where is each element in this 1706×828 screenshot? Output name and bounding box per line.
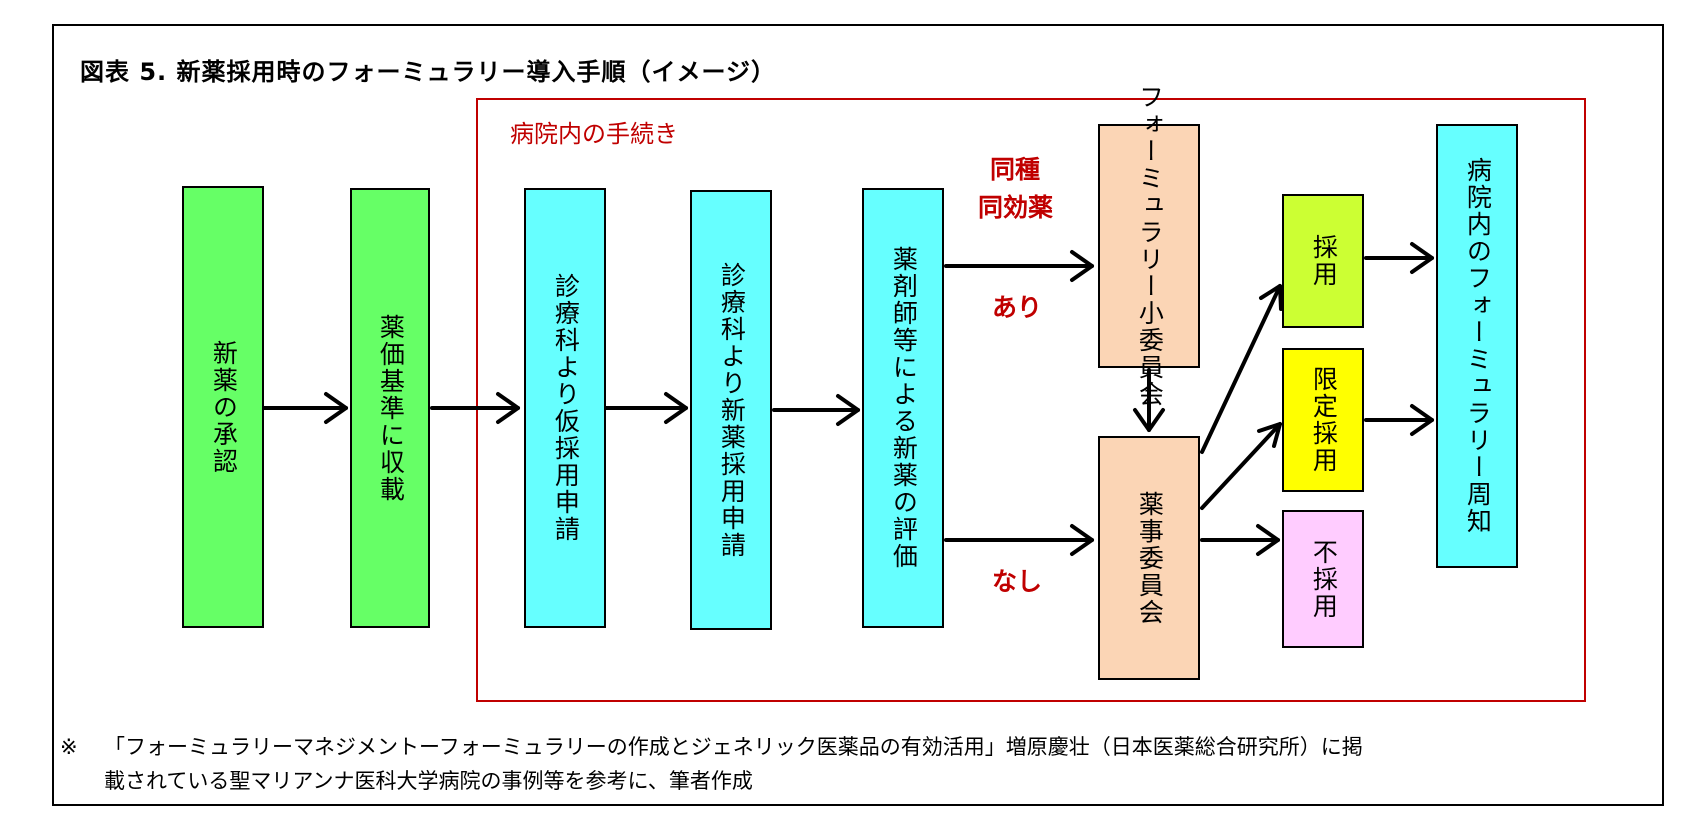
- box-pharmacist-evaluation-label: 薬剤師等による新薬の評価: [889, 246, 919, 570]
- arrow-provisional-to-request: [604, 392, 688, 424]
- arrow-subcommittee-to-committee: [1133, 368, 1165, 432]
- box-not-adopted-label: 不採用: [1309, 538, 1339, 620]
- figure-title: 図表 5. 新薬採用時のフォーミュラリー導入手順（イメージ）: [80, 58, 777, 86]
- hospital-procedure-frame: [476, 98, 1586, 702]
- hospital-procedure-label: 病院内の手続き: [510, 120, 678, 148]
- footnote-line-2: 載されている聖マリアンナ医科大学病院の事例等を参考に、筆者作成: [104, 769, 753, 793]
- box-new-drug-request-label: 診療科より新薬採用申請: [717, 261, 747, 559]
- footnote-mark: ※: [60, 735, 78, 759]
- box-provisional-request-label: 診療科より仮採用申請: [551, 273, 581, 543]
- footnote-line-1: 「フォーミュラリーマネジメントーフォーミュラリーの作成とジェネリック医薬品の有効…: [104, 735, 1363, 759]
- arrow-limited-to-notice: [1364, 404, 1434, 436]
- arrow-approval-to-price: [262, 392, 348, 424]
- label-same-class-line1: 同種: [990, 155, 1041, 184]
- box-formulary-notice-label: 病院内のフォーミュラリー周知: [1463, 157, 1493, 535]
- arrow-committee-to-limited: [1200, 422, 1282, 510]
- box-price-listing: 薬価基準に収載: [350, 188, 430, 628]
- figure-frame: [52, 24, 1664, 806]
- arrow-request-to-evaluation: [772, 394, 860, 426]
- label-same-class-line2: 同効薬: [978, 193, 1054, 222]
- box-new-drug-request: 診療科より新薬採用申請: [690, 190, 772, 630]
- box-formulary-subcommittee-label: フォーミュラリー小委員会: [1135, 84, 1165, 408]
- box-provisional-request: 診療科より仮採用申請: [524, 188, 606, 628]
- box-formulary-subcommittee: フォーミュラリー小委員会: [1098, 84, 1200, 408]
- box-formulary-notice: 病院内のフォーミュラリー周知: [1436, 124, 1518, 568]
- arrow-evaluation-to-subcommittee: [944, 250, 1094, 282]
- arrow-price-to-provisional: [430, 392, 520, 424]
- box-pharmacy-committee: 薬事委員会: [1098, 436, 1200, 680]
- box-pharmacy-committee-label: 薬事委員会: [1135, 490, 1165, 626]
- label-yes: あり: [992, 293, 1043, 322]
- box-adopted-label: 採用: [1309, 234, 1339, 288]
- box-pharmacist-evaluation: 薬剤師等による新薬の評価: [862, 188, 944, 628]
- box-limited-adopted: 限定採用: [1282, 348, 1364, 492]
- box-not-adopted: 不採用: [1282, 510, 1364, 648]
- arrow-committee-to-not-adopted: [1200, 524, 1280, 556]
- box-new-drug-approval-label: 新薬の承認: [209, 339, 239, 475]
- box-price-listing-label: 薬価基準に収載: [376, 313, 406, 503]
- box-limited-adopted-label: 限定採用: [1309, 366, 1339, 474]
- box-new-drug-approval: 新薬の承認: [182, 186, 264, 628]
- box-adopted: 採用: [1282, 194, 1364, 328]
- arrow-adopted-to-notice: [1364, 242, 1434, 274]
- arrow-committee-to-adopted: [1200, 284, 1283, 454]
- arrow-evaluation-to-committee: [944, 524, 1094, 556]
- label-no: なし: [992, 567, 1043, 596]
